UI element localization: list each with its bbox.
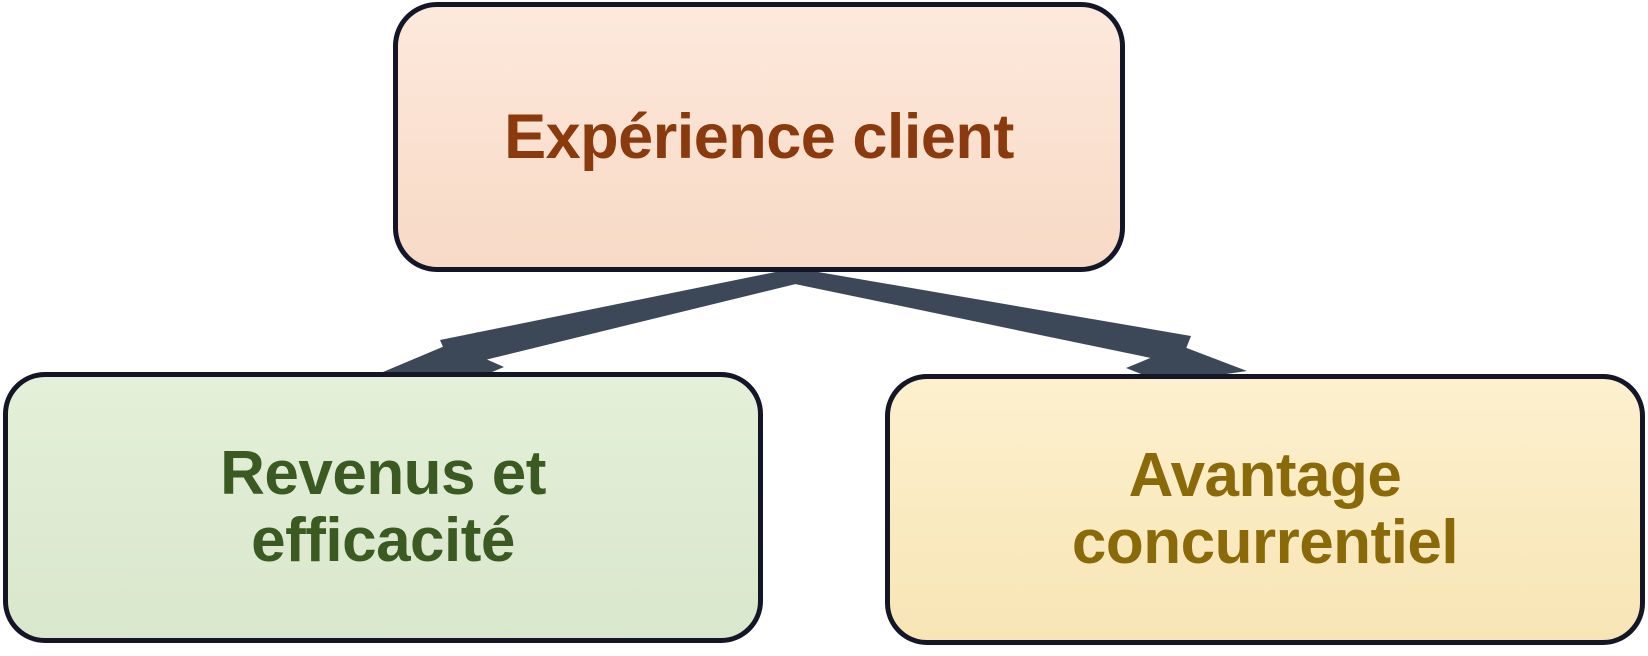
edge-root-to-advantage [790, 268, 1247, 383]
node-revenus-et-efficacite[interactable]: Revenus et efficacité [3, 372, 763, 643]
edge-root-to-revenue [383, 268, 800, 383]
node-experience-client[interactable]: Expérience client [393, 2, 1125, 272]
node-label-root: Expérience client [504, 101, 1014, 172]
node-label-revenue: Revenus et efficacité [220, 438, 546, 575]
node-label-advantage: Avantage concurrentiel [1071, 440, 1459, 577]
node-avantage-concurrentiel[interactable]: Avantage concurrentiel [885, 374, 1645, 645]
